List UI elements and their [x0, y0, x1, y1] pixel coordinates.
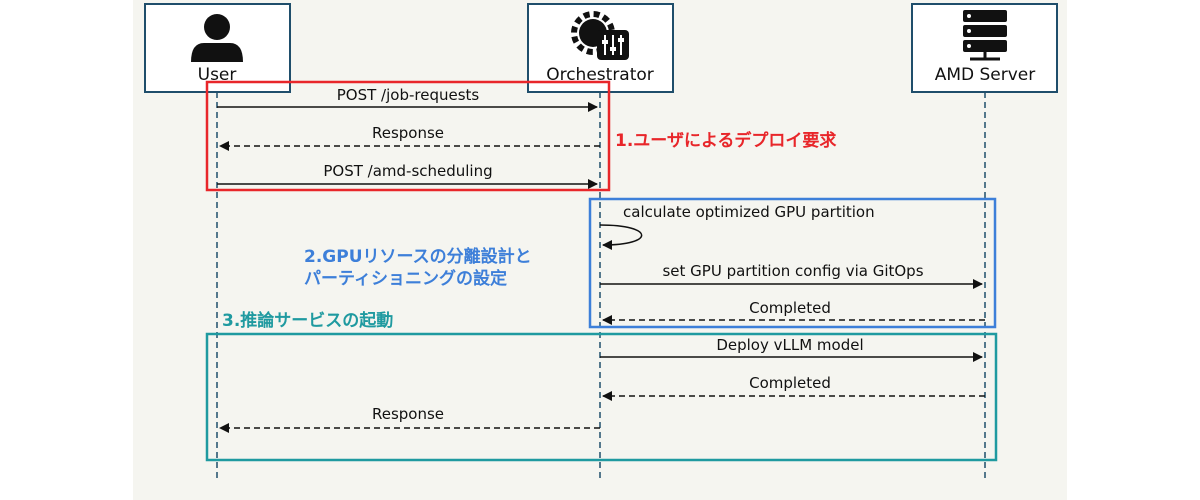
message-response-1: Response	[219, 124, 600, 151]
message-completed-2: Completed	[602, 374, 985, 401]
svg-text:Completed: Completed	[749, 299, 831, 317]
participant-user: User	[144, 3, 291, 93]
svg-text:POST /job-requests: POST /job-requests	[337, 86, 480, 104]
svg-text:Completed: Completed	[749, 374, 831, 392]
group-label-gpu-partitioning-line2: パーティショニングの設定	[304, 268, 507, 289]
svg-text:Deploy vLLM model: Deploy vLLM model	[716, 336, 863, 354]
gear-sliders-icon	[571, 11, 629, 60]
message-deploy-vllm: Deploy vLLM model	[600, 336, 983, 362]
participant-orchestrator-label: Orchestrator	[546, 65, 654, 85]
svg-text:Response: Response	[372, 124, 444, 142]
group-label-deploy-request: 1.ユーザによるデプロイ要求	[615, 130, 836, 151]
participant-user-label: User	[198, 65, 237, 85]
group-box-gpu-partitioning	[588, 197, 997, 329]
group-box-deploy-request	[205, 80, 611, 192]
message-completed-1: Completed	[602, 299, 985, 325]
participant-amd-server: AMD Server	[911, 3, 1058, 93]
svg-text:calculate optimized GPU partit: calculate optimized GPU partition	[623, 203, 875, 221]
message-response-2: Response	[219, 405, 600, 433]
person-icon	[191, 14, 243, 62]
message-post-amd-scheduling: POST /amd-scheduling	[217, 162, 598, 189]
svg-text:set GPU partition config via G: set GPU partition config via GitOps	[662, 262, 923, 280]
group-label-inference-service: 3.推論サービスの起動	[222, 310, 393, 331]
svg-text:POST /amd-scheduling: POST /amd-scheduling	[323, 162, 492, 180]
server-rack-icon	[963, 10, 1007, 61]
message-post-job-requests: POST /job-requests	[217, 86, 598, 112]
group-label-gpu-partitioning-line1: 2.GPUリソースの分離設計と	[304, 246, 532, 267]
group-box-inference-service	[205, 332, 998, 462]
participant-amd-server-label: AMD Server	[935, 65, 1036, 85]
message-self-calculate-partition: calculate optimized GPU partition	[599, 203, 875, 250]
svg-text:Response: Response	[372, 405, 444, 423]
message-set-gpu-partition: set GPU partition config via GitOps	[600, 262, 983, 289]
participant-orchestrator: Orchestrator	[527, 3, 674, 93]
